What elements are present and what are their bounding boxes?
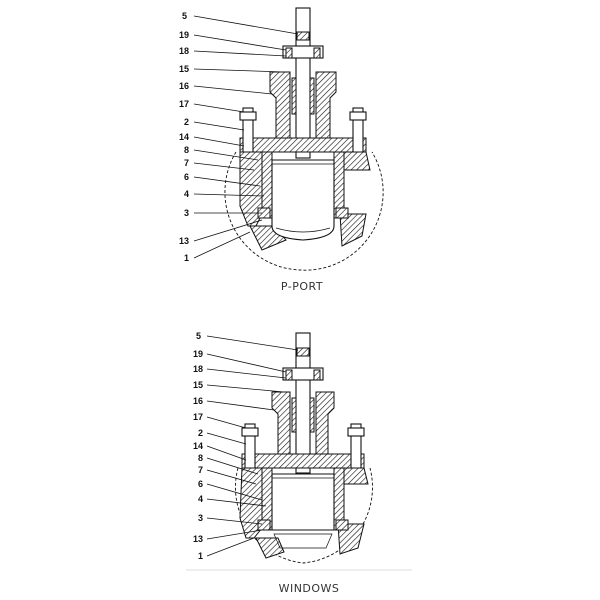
figure-windows [235, 332, 373, 564]
part-label: 13 [179, 236, 189, 246]
part-label: 3 [198, 513, 203, 523]
bonnet [271, 391, 291, 457]
part-label: 17 [193, 412, 203, 422]
gland-flange [282, 45, 324, 59]
part-label: 5 [182, 11, 187, 21]
part-label: 19 [193, 349, 203, 359]
part-label: 13 [193, 534, 203, 544]
part-label: 7 [184, 158, 189, 168]
leader-lines-windows [206, 335, 299, 557]
valve-plug [271, 159, 335, 241]
part-label: 4 [198, 494, 203, 504]
part-label: 2 [198, 428, 203, 438]
leader-lines-p-port [193, 15, 299, 259]
valve-stem [295, 7, 311, 159]
part-label: 18 [179, 46, 189, 56]
figure-p-port [224, 7, 384, 271]
part-label: 8 [184, 145, 189, 155]
part-label: 18 [193, 364, 203, 374]
valve-body-outline [224, 151, 384, 271]
packing [291, 397, 297, 433]
part-label: 6 [198, 479, 203, 489]
caption-windows: WINDOWS [279, 582, 340, 595]
part-label: 6 [184, 172, 189, 182]
part-label: 15 [179, 64, 189, 74]
part-label: 1 [184, 253, 189, 263]
caption-p-port: P-PORT [281, 280, 323, 293]
part-label: 2 [184, 117, 189, 127]
part-labels-windows: 5 19 18 15 16 17 2 14 8 7 6 4 3 13 1 [193, 331, 203, 561]
valve-plug [271, 473, 335, 531]
part-label: 14 [179, 132, 189, 142]
part-label: 16 [179, 81, 189, 91]
part-label: 19 [179, 30, 189, 40]
part-label: 16 [193, 396, 203, 406]
part-labels-p-port: 5 19 18 15 16 17 2 14 8 7 6 4 3 13 1 [179, 11, 189, 263]
part-label: 15 [193, 380, 203, 390]
gland-flange [282, 367, 324, 381]
valve-body-outline [235, 467, 373, 564]
part-label: 1 [198, 551, 203, 561]
part-label: 5 [196, 331, 201, 341]
part-label: 8 [198, 453, 203, 463]
part-label: 7 [198, 465, 203, 475]
part-label: 3 [184, 208, 189, 218]
part-label: 17 [179, 99, 189, 109]
bonnet [269, 71, 291, 141]
seat-ring [257, 519, 271, 531]
part-label: 14 [193, 441, 203, 451]
packing [291, 77, 297, 115]
part-label: 4 [184, 189, 189, 199]
